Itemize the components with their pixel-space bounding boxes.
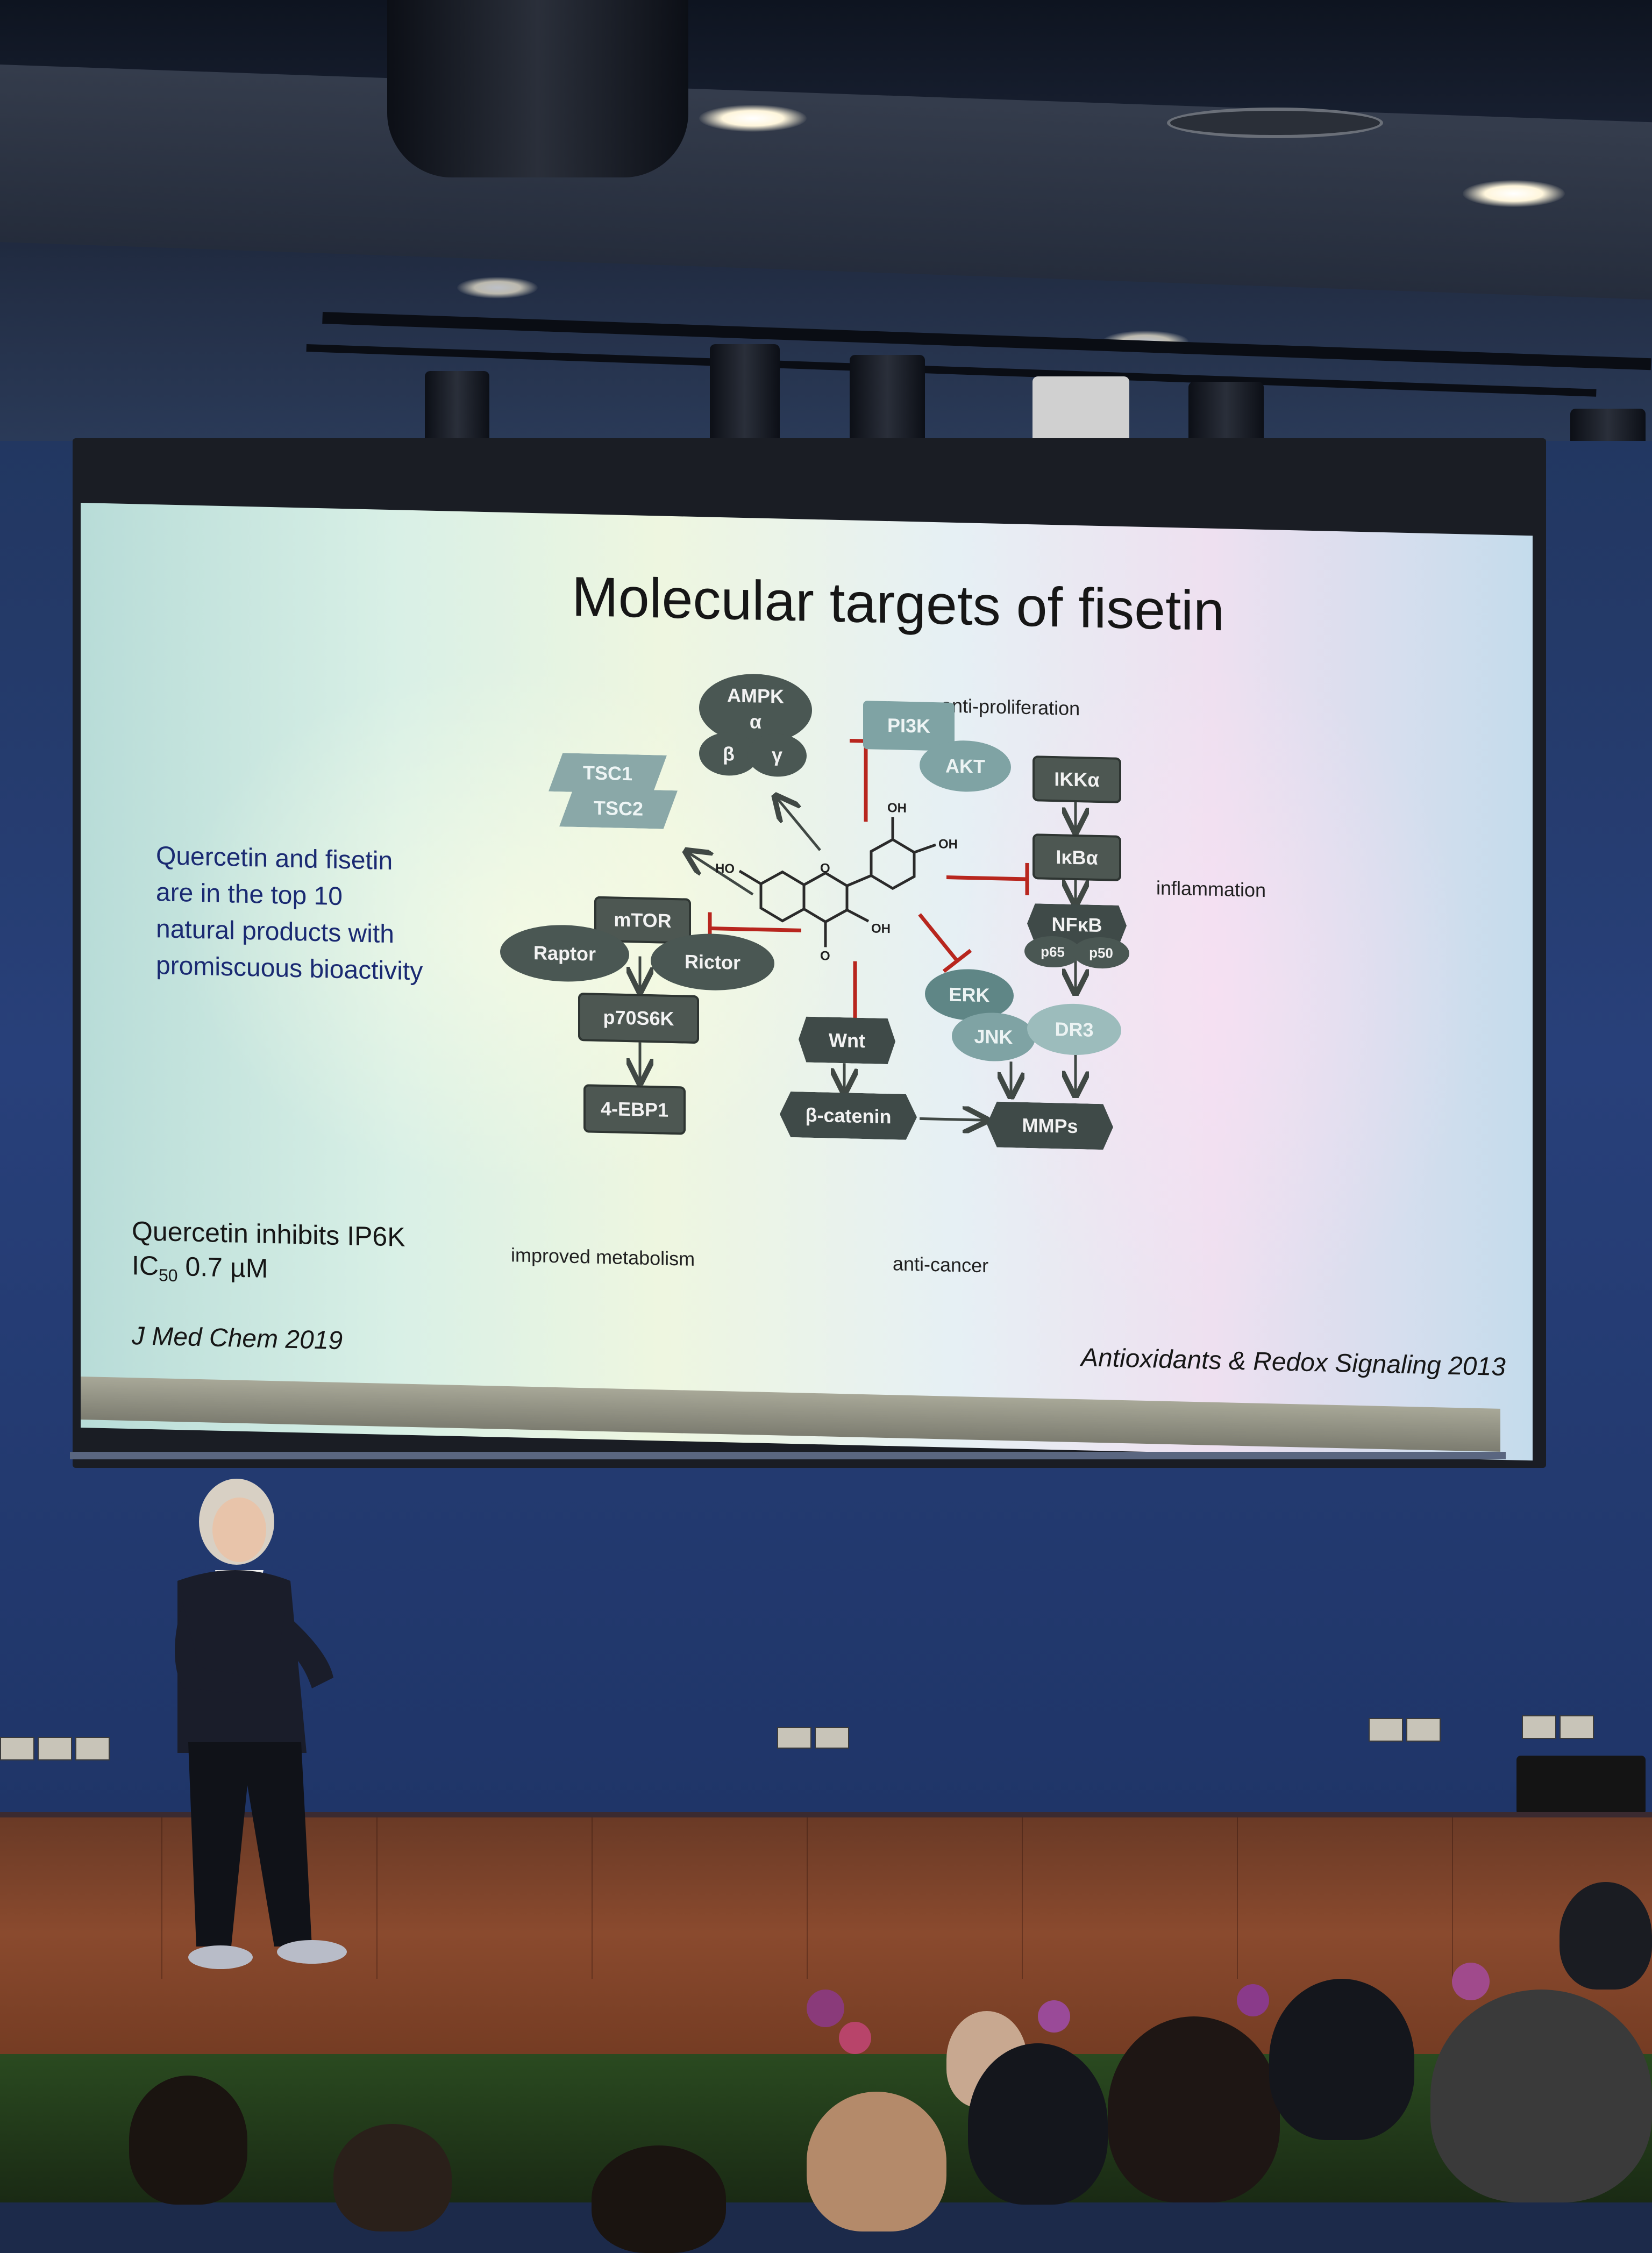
audience-head [1269,1979,1414,2140]
inhibit-mtor [710,926,801,932]
wall-outlet [75,1737,110,1760]
floor-plank [161,1817,162,1979]
molecule-ho: HO [715,861,735,876]
downlight [1463,180,1565,207]
speaker-trousers [188,1742,312,1947]
speaker-arm [175,1602,253,1694]
node-ikba: IκBα [1032,833,1121,881]
audience-head [592,2145,726,2253]
floor-plank [1022,1817,1023,1979]
audience-head [333,2124,452,2231]
arrow-to-tsc [688,853,754,896]
air-vent [1167,108,1383,138]
molecule-oh: OH [871,921,891,937]
molecule-oh: OH [887,801,907,816]
ring-c [802,871,849,924]
bond-ho [738,869,762,885]
node-p70s6k: p70S6K [578,992,699,1044]
audience-head [968,2043,1108,2205]
molecule-o: O [820,861,830,876]
downlight [699,105,807,132]
inhibit-ikba [946,875,1027,881]
flower [839,2022,871,2054]
speaker-face [212,1498,266,1562]
audience-head [129,2076,247,2205]
audience-head [807,2092,946,2231]
floor-plank [1237,1817,1238,1979]
speaker-shoe [188,1945,253,1969]
wall-outlet [1406,1718,1441,1742]
flower [1452,1963,1490,2000]
arrow-bcatenin-mmps [920,1118,984,1120]
wall-outlet [38,1737,72,1760]
ring-b [870,838,916,890]
audience-head [1430,1990,1652,2202]
speaker-jacket [177,1570,307,1753]
node-bcatenin: β-catenin [780,1092,917,1140]
bond-oh-c [846,909,870,923]
speaker-arm [280,1613,333,1688]
flower [807,1990,844,2027]
bond-c-b [846,874,872,887]
node-tsc1: TSC1 [549,753,667,794]
speaker-shoe [277,1940,347,1964]
stage-light [710,344,780,452]
projection-screen: Molecular targets of fisetin Quercetin a… [81,503,1533,1461]
fisetin-molecule [738,817,936,947]
arrow-to-ampk [777,798,821,851]
screen-base-bar [70,1452,1506,1459]
ampk-alpha: α [749,710,762,733]
ring-a [759,870,806,923]
node-ikka: IKKα [1032,755,1121,803]
wall-outlet [1369,1718,1403,1742]
molecule-oh: OH [938,837,958,852]
projector [387,0,688,177]
node-4ebp1: 4-EBP1 [583,1084,686,1135]
molecule-o: O [820,949,830,964]
audience-head [1560,1882,1652,1990]
av-equipment [1516,1756,1646,1815]
wall-outlet [1560,1715,1594,1739]
node-wnt: Wnt [799,1016,895,1064]
floor-plank [592,1817,593,1979]
floor-plank [1452,1817,1453,1979]
bond-oh-b2 [914,843,936,854]
node-tsc2: TSC2 [559,788,678,829]
node-mmps: MMPs [987,1101,1113,1150]
ampk-label: AMPK [727,684,784,708]
wall-outlet [777,1727,811,1749]
downlight [457,277,538,298]
wall-outlet [1522,1715,1556,1739]
pathway-connectors [81,738,1533,1460]
flower [1237,1984,1269,2016]
wall-outlet [815,1727,849,1749]
speaker [175,1479,347,1969]
floor-plank [376,1817,378,1979]
floor-plank [807,1817,808,1979]
inhibit-erk [918,913,959,962]
audience-head [1108,2016,1280,2202]
wall-outlet [0,1737,34,1760]
flower [1038,2000,1070,2033]
inhibit-erk-bar [942,949,972,973]
